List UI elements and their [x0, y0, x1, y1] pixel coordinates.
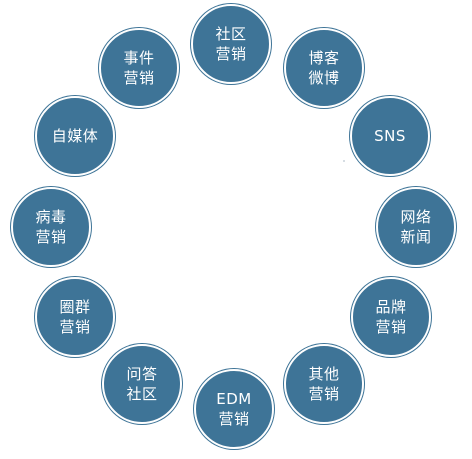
node-circle-marketing[interactable]: 圈群 营销 [35, 277, 115, 357]
node-viral-marketing[interactable]: 病毒 营销 [11, 187, 91, 267]
node-online-news[interactable]: 网络 新闻 [376, 187, 456, 267]
node-label: EDM 营销 [216, 390, 252, 428]
node-label: 社区 营销 [215, 25, 247, 63]
node-blog-weibo[interactable]: 博客 微博 [284, 28, 364, 108]
node-social-community[interactable]: 社区 营销 [191, 4, 271, 84]
node-label: 圈群 营销 [59, 298, 91, 336]
node-label: 病毒 营销 [35, 208, 67, 246]
node-label: 品牌 营销 [375, 298, 407, 336]
node-label: 事件 营销 [123, 49, 155, 87]
node-event-marketing[interactable]: 事件 营销 [99, 28, 179, 108]
node-qa-community[interactable]: 问答 社区 [102, 344, 182, 424]
node-label: 问答 社区 [126, 365, 158, 403]
node-label: 博客 微博 [308, 49, 340, 87]
node-brand-marketing[interactable]: 品牌 营销 [351, 277, 431, 357]
node-label: 自媒体 [51, 127, 99, 145]
node-other-marketing[interactable]: 其他 营销 [284, 344, 364, 424]
node-sns[interactable]: SNS [350, 96, 430, 176]
node-label: 其他 营销 [308, 365, 340, 403]
node-edm-marketing[interactable]: EDM 营销 [194, 369, 274, 449]
node-label: 网络 新闻 [400, 208, 432, 246]
node-self-media[interactable]: 自媒体 [35, 96, 115, 176]
decorative-dot [343, 160, 345, 162]
node-label: SNS [374, 127, 406, 145]
